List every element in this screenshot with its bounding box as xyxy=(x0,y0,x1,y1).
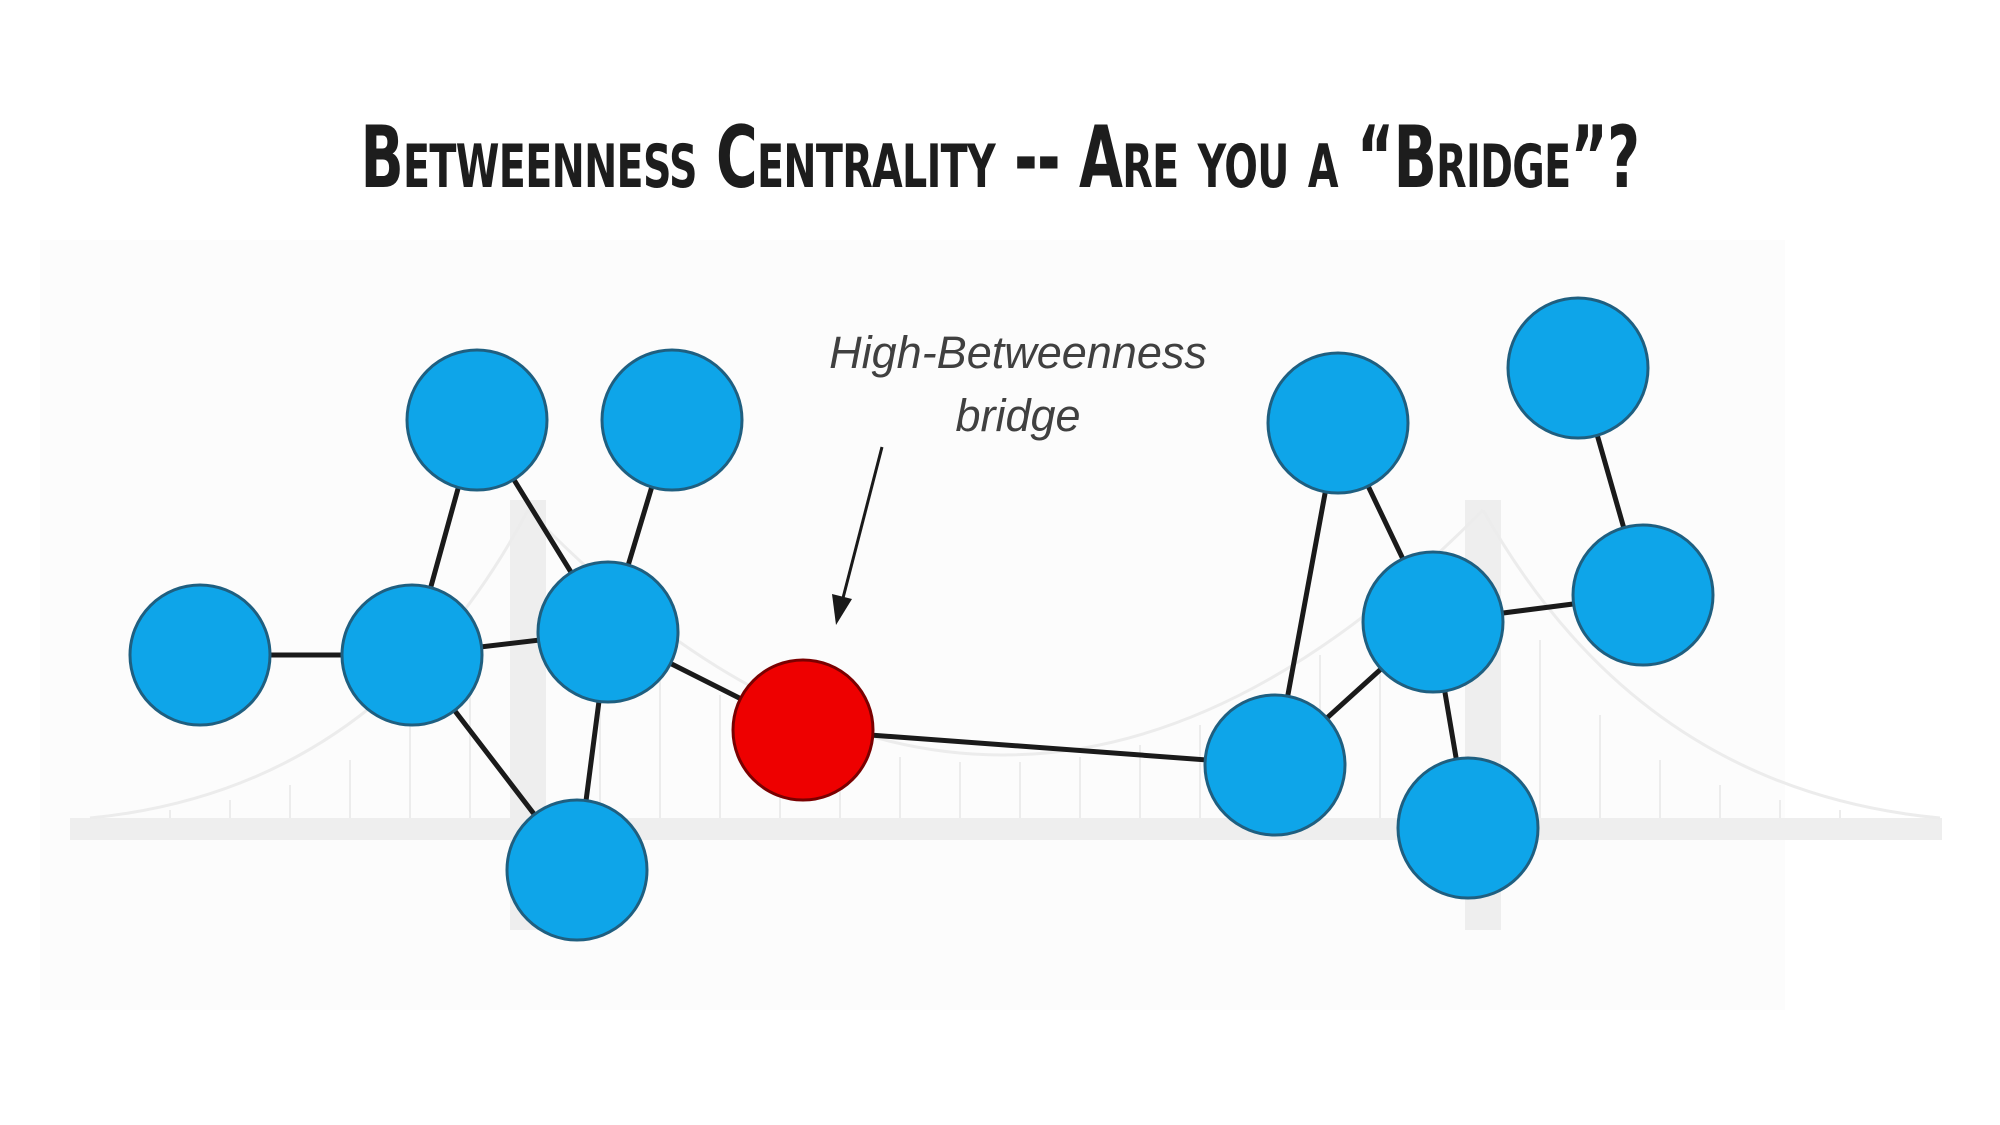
node xyxy=(1266,351,1410,495)
node xyxy=(405,348,549,492)
arrow-shaft xyxy=(841,446,884,599)
node xyxy=(1571,523,1715,667)
node xyxy=(505,798,649,942)
node xyxy=(1203,693,1347,837)
arrow-head xyxy=(832,594,852,625)
bridge-cable-left-span xyxy=(89,509,530,820)
graph-nodes xyxy=(128,296,1715,942)
node xyxy=(340,583,484,727)
node xyxy=(1361,550,1505,694)
node xyxy=(1506,296,1650,440)
annotation-arrow xyxy=(832,446,884,625)
node xyxy=(600,348,744,492)
node xyxy=(128,583,272,727)
edge xyxy=(800,727,1278,768)
bridge-node xyxy=(731,658,875,802)
bridge-deck xyxy=(70,818,1942,840)
node xyxy=(1396,756,1540,900)
annotation-label-line2: bridge xyxy=(955,390,1080,441)
node xyxy=(536,560,680,704)
slide-title: Betweenness Centrality -- Are you a “Bri… xyxy=(0,78,2000,238)
annotation-label-line1: High-Betweenness xyxy=(829,327,1207,378)
bridge-cable-right-span xyxy=(1481,509,1941,820)
slide-title-text: Betweenness Centrality -- Are you a “Bri… xyxy=(360,108,1641,208)
